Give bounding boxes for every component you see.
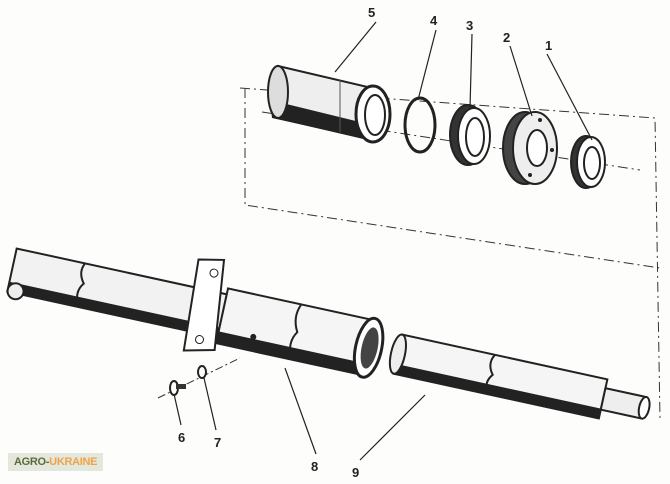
- label-part-8: 8: [311, 459, 318, 474]
- part-6-screw: [157, 357, 241, 399]
- part-2-nut: [502, 111, 558, 185]
- part-8-housing: [214, 287, 385, 379]
- label-part-5: 5: [368, 5, 375, 20]
- label-part-9: 9: [352, 465, 359, 480]
- part-9-rod: [388, 333, 651, 420]
- mounting-flange: [182, 258, 226, 352]
- cylinder-assembly: [6, 247, 651, 420]
- part-1-ring: [570, 135, 606, 189]
- watermark-part2: UKRAINE: [49, 456, 98, 468]
- watermark-part1: AGRO-: [14, 456, 50, 468]
- label-part-1: 1: [545, 38, 552, 53]
- part-3-seal: [449, 104, 491, 166]
- label-part-7: 7: [214, 435, 221, 450]
- watermark-logo: AGRO-UKRAINE: [8, 453, 104, 471]
- part-7-washer: [197, 365, 207, 379]
- part-4-ring: [403, 96, 437, 154]
- label-part-6: 6: [178, 430, 185, 445]
- label-part-2: 2: [503, 30, 510, 45]
- leader-lines: [173, 21, 593, 461]
- label-part-3: 3: [466, 18, 473, 33]
- label-part-4: 4: [430, 13, 438, 28]
- part-5-sleeve: [267, 64, 392, 144]
